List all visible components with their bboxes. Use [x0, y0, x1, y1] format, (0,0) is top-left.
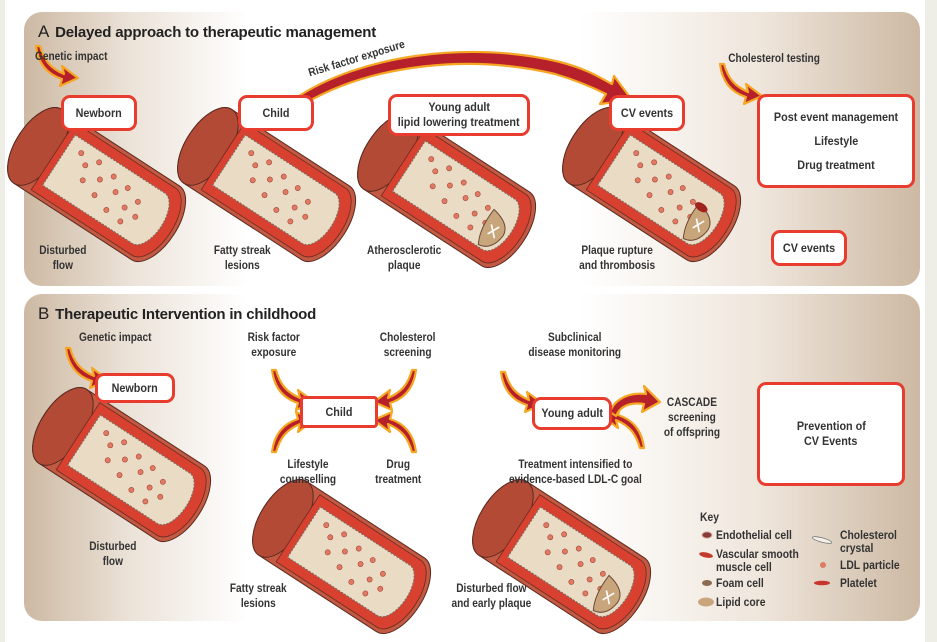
vessel-b-3 — [472, 479, 652, 634]
cholesterol-screening-arrow — [372, 368, 418, 412]
left-margin — [0, 0, 5, 642]
child-box-b: Child — [300, 396, 378, 428]
cholesterol-testing-arrow — [718, 62, 764, 106]
lipid-core-icon — [698, 597, 714, 607]
cholesterol-testing-label: Cholesterol testing — [728, 53, 820, 65]
platelet-icon — [814, 580, 830, 586]
vessel-a-3 — [357, 113, 537, 268]
prevention-cv-events-box: Prevention of CV Events — [757, 382, 905, 486]
cv-events-box-a-2: CV events — [771, 230, 847, 266]
legend-item-ldl-particle: LDL particle — [840, 560, 900, 572]
thrombus — [694, 202, 708, 213]
vascular-smooth-muscle-cell-icon — [699, 552, 713, 558]
cholesterol-crystal-icon — [811, 536, 833, 544]
vessel-a-2 — [177, 107, 357, 262]
vessel-b-1 — [32, 387, 212, 542]
genetic-impact-label-b: Genetic impact — [78, 332, 152, 344]
legend-item-platelet: Platelet — [840, 578, 877, 590]
legend-item-endothelial-cell: Endothelial cell — [716, 530, 792, 542]
legend-title: Key — [700, 512, 719, 524]
vessel-b-2 — [252, 479, 432, 634]
newborn-box-b: Newborn — [95, 373, 175, 403]
newborn-box-a: Newborn — [61, 95, 137, 131]
panel-b-letter: B — [38, 304, 50, 323]
child-box-a: Child — [238, 95, 314, 131]
right-margin — [925, 0, 937, 642]
cascade-screening-arrow — [608, 384, 662, 418]
ldl-particle-icon — [820, 562, 826, 568]
legend-item-foam-cell: Foam cell — [716, 578, 764, 590]
foam-cell-icon — [702, 580, 712, 586]
genetic-impact-arrow-a — [34, 44, 80, 88]
drug-treatment-arrow — [372, 410, 418, 454]
post-event-management-box: Post event management Lifestyle Drug tre… — [757, 94, 915, 188]
vessel-a-1 — [7, 107, 187, 262]
young-adult-box-a: Young adult lipid lowering treatment — [388, 94, 530, 136]
panel-a-letter: A — [38, 22, 50, 41]
endothelial-cell-icon — [701, 531, 713, 539]
legend-item-lipid-core: Lipid core — [716, 597, 766, 609]
young-adult-box-b: Young adult — [532, 397, 612, 430]
genetic-impact-label-a: Genetic impact — [34, 51, 108, 63]
vessel-a-4 — [562, 107, 742, 262]
cv-events-box-a: CV events — [609, 95, 685, 131]
